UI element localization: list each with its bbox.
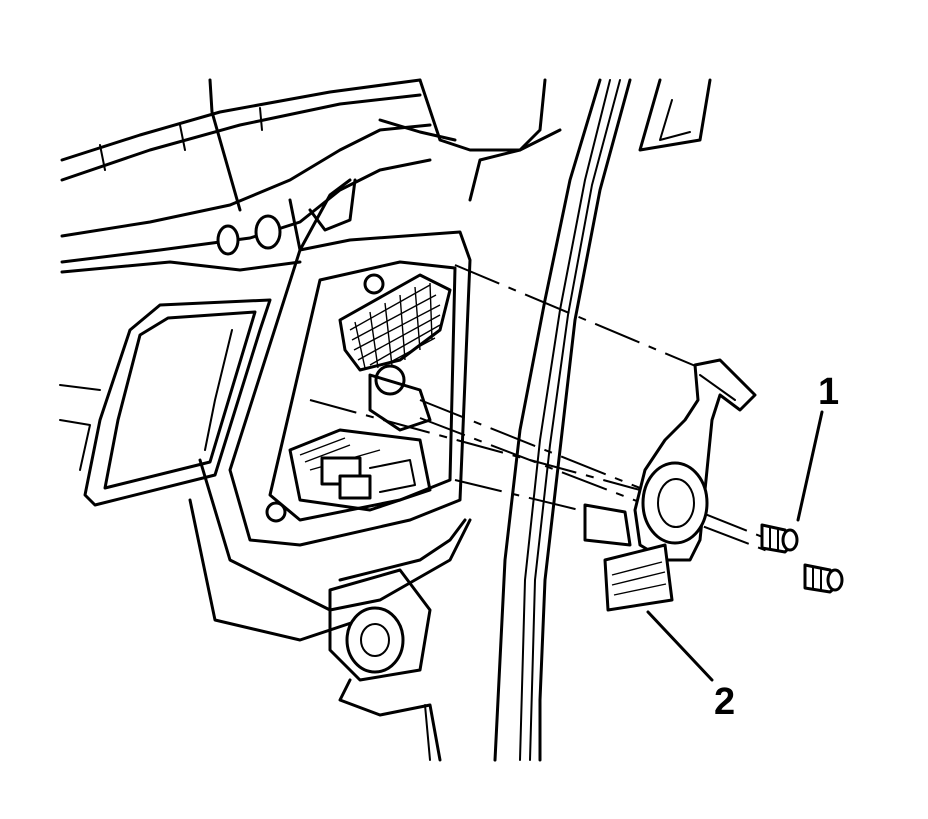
door-handle-trim [59, 298, 272, 507]
leader-line-2 [646, 610, 714, 682]
leader-line-1 [796, 410, 824, 522]
upper-body-panel [60, 78, 562, 274]
callout-2: 2 [714, 681, 735, 723]
lower-bumper [328, 568, 442, 762]
door-pillar [468, 78, 712, 762]
bracket-part [583, 358, 757, 612]
bumper-cap [345, 606, 405, 674]
bracket-tab [583, 503, 632, 547]
connector-plug-front [338, 474, 372, 500]
panel-hole-left [216, 224, 240, 256]
bolt-part [760, 523, 844, 594]
frame-screw-bottom [265, 501, 287, 523]
bracket-boss [641, 461, 709, 545]
frame-screw-top [363, 273, 385, 295]
callout-1: 1 [818, 371, 839, 413]
wiring-harness [338, 273, 452, 432]
bracket-foot [603, 543, 674, 612]
panel-hole-right [254, 214, 282, 250]
projection-lines [309, 264, 771, 553]
electrical-connector [288, 428, 432, 512]
module-opening [188, 230, 472, 642]
